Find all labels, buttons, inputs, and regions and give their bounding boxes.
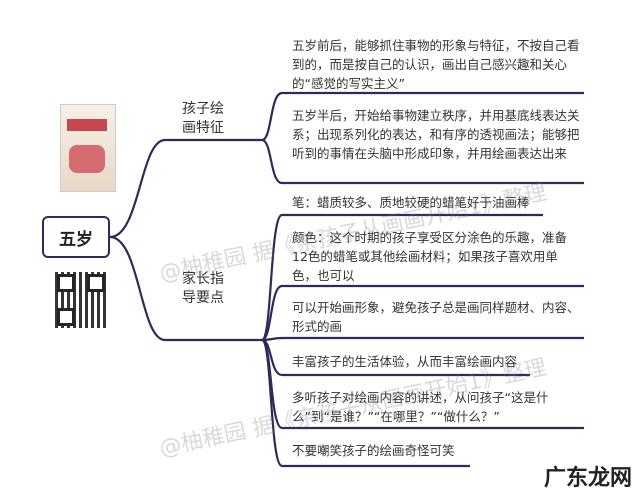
branch-drawing-traits: 孩子绘画特征	[182, 101, 224, 136]
leaf-item: 不要嘲笑孩子的绘画奇怪可笑	[292, 443, 455, 458]
root-node: 五岁	[42, 216, 110, 258]
qr-code-image	[55, 272, 107, 328]
leaf-item: 可以开始画形象，避免孩子总是画同样题材、内容、形式的画	[292, 300, 580, 334]
leaf-item: 多听孩子对绘画内容的讲述，从问孩子“这是什么”到“是谁？”“在哪里？”“做什么？…	[292, 390, 549, 424]
site-logo: 广东龙网	[543, 466, 632, 491]
leaf-item: 颜色：这个时期的孩子享受区分涂色的乐趣，准备12色的蜡笔或其他绘画材料；如果孩子…	[292, 230, 568, 283]
leaf-item: 五岁前后，能够抓住事物的形象与特征，不按自己看到的，而是按自己的认识，画出自己感…	[292, 38, 580, 91]
leaf-item: 五岁半后，开始给事物建立秩序，并用基底线表达关系；出现系列化的表达，和有序的透视…	[292, 108, 580, 161]
leaf-item: 丰富孩子的生活体验，从而丰富绘画内容	[292, 354, 518, 369]
branch-parent-guidance: 家长指导要点	[182, 271, 224, 306]
book-cover-image	[60, 104, 116, 192]
leaf-item: 笔：蜡质较多、质地较硬的蜡笔好于油画棒	[292, 195, 530, 210]
